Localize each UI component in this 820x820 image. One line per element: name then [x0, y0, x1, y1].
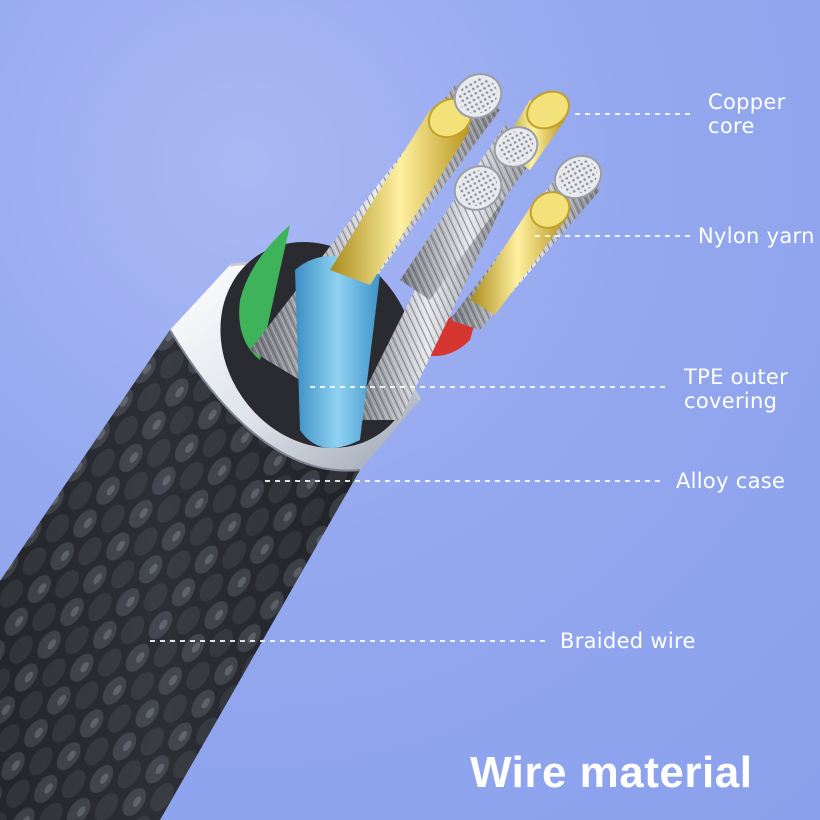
braided-jacket — [0, 330, 360, 820]
label-copper-core: Copper core — [708, 90, 786, 138]
page-title: Wire material — [470, 748, 753, 797]
tpe-blue-covering — [295, 256, 380, 448]
strand-ends — [453, 73, 603, 211]
label-alloy-case: Alloy case — [676, 469, 786, 493]
label-nylon-yarn: Nylon yarn — [698, 224, 815, 248]
label-tpe-outer-covering: TPE outer covering — [684, 365, 789, 413]
label-braided-wire: Braided wire — [560, 629, 696, 653]
green-insulation — [239, 225, 290, 360]
copper-cores — [330, 90, 571, 315]
leader-lines — [150, 113, 690, 642]
